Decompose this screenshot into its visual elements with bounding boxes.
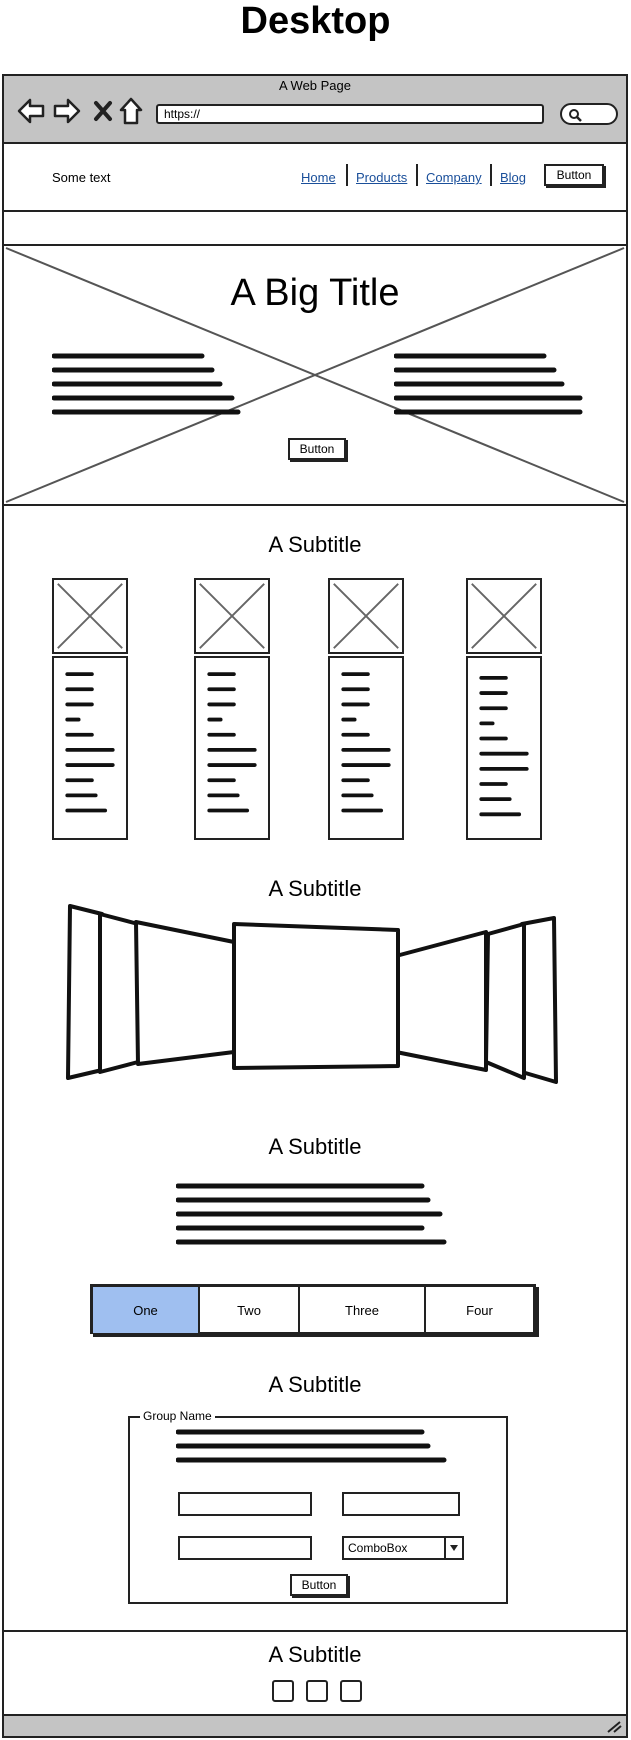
hero-text-right — [394, 353, 583, 415]
browser-window: A Web Page https:// Some text Home Produ… — [2, 74, 628, 1738]
nav-separator — [346, 164, 348, 186]
footer-icon-button[interactable] — [272, 1680, 294, 1702]
group-box: Group Name ComboBox Button — [128, 1409, 508, 1604]
card-text — [466, 656, 542, 840]
group-name-label: Group Name — [140, 1409, 215, 1423]
status-bar — [4, 1714, 626, 1736]
combobox-value: ComboBox — [348, 1541, 408, 1555]
address-bar[interactable]: https:// — [156, 104, 544, 124]
footer-subtitle: A Subtitle — [268, 1642, 362, 1667]
combobox[interactable]: ComboBox — [342, 1536, 464, 1560]
header-button[interactable]: Button — [544, 164, 604, 186]
text-field[interactable] — [178, 1536, 312, 1560]
divider — [4, 244, 626, 246]
tab-three[interactable]: Three — [299, 1286, 425, 1334]
hero-button[interactable]: Button — [288, 438, 346, 460]
hero-placeholder-image — [5, 247, 625, 503]
hero-text-left — [52, 353, 241, 415]
nav-link-products[interactable]: Products — [356, 170, 408, 185]
browser-toolbar: A Web Page https:// — [4, 76, 626, 144]
window-title: A Web Page — [278, 78, 352, 93]
home-icon[interactable] — [116, 96, 146, 126]
forward-icon[interactable] — [52, 96, 82, 126]
card-text — [328, 656, 404, 840]
hero-title: A Big Title — [230, 272, 400, 314]
nav-separator — [490, 164, 492, 186]
search-icon — [568, 109, 582, 125]
nav-link-company[interactable]: Company — [426, 170, 482, 185]
tab-one[interactable]: One — [92, 1286, 199, 1334]
header-text: Some text — [52, 170, 111, 185]
card-text — [52, 656, 128, 840]
card-image — [194, 578, 270, 654]
nav-link-home[interactable]: Home — [301, 170, 336, 185]
page-title: Desktop — [240, 0, 391, 42]
divider — [4, 210, 626, 212]
tab-two[interactable]: Two — [199, 1286, 299, 1334]
paragraph-text — [176, 1183, 447, 1245]
section-subtitle: A Subtitle — [268, 1372, 362, 1397]
text-field[interactable] — [342, 1492, 460, 1516]
hero-banner: A Big Title Button — [4, 246, 626, 504]
resize-grip-icon[interactable] — [606, 1719, 622, 1738]
tab-four[interactable]: Four — [425, 1286, 534, 1334]
nav-separator — [416, 164, 418, 186]
chevron-down-icon[interactable] — [444, 1538, 462, 1558]
section-subtitle: A Subtitle — [268, 1134, 362, 1159]
group-text — [176, 1429, 447, 1463]
divider — [4, 504, 626, 506]
text-field[interactable] — [178, 1492, 312, 1516]
divider — [4, 1630, 626, 1632]
footer-icon-button[interactable] — [306, 1680, 328, 1702]
form-button[interactable]: Button — [290, 1574, 348, 1596]
tab-bar: One Two Three Four — [90, 1284, 536, 1334]
footer-icon-button[interactable] — [340, 1680, 362, 1702]
section-subtitle: A Subtitle — [268, 876, 362, 901]
card-image — [328, 578, 404, 654]
cover-flow-carousel[interactable] — [62, 902, 572, 1092]
section-subtitle: A Subtitle — [268, 532, 362, 557]
nav-link-blog[interactable]: Blog — [500, 170, 527, 185]
search-input[interactable] — [560, 103, 618, 125]
back-icon[interactable] — [16, 96, 46, 126]
card-image — [466, 578, 542, 654]
card-text — [194, 656, 270, 840]
card-image — [52, 578, 128, 654]
close-icon[interactable] — [88, 96, 118, 126]
